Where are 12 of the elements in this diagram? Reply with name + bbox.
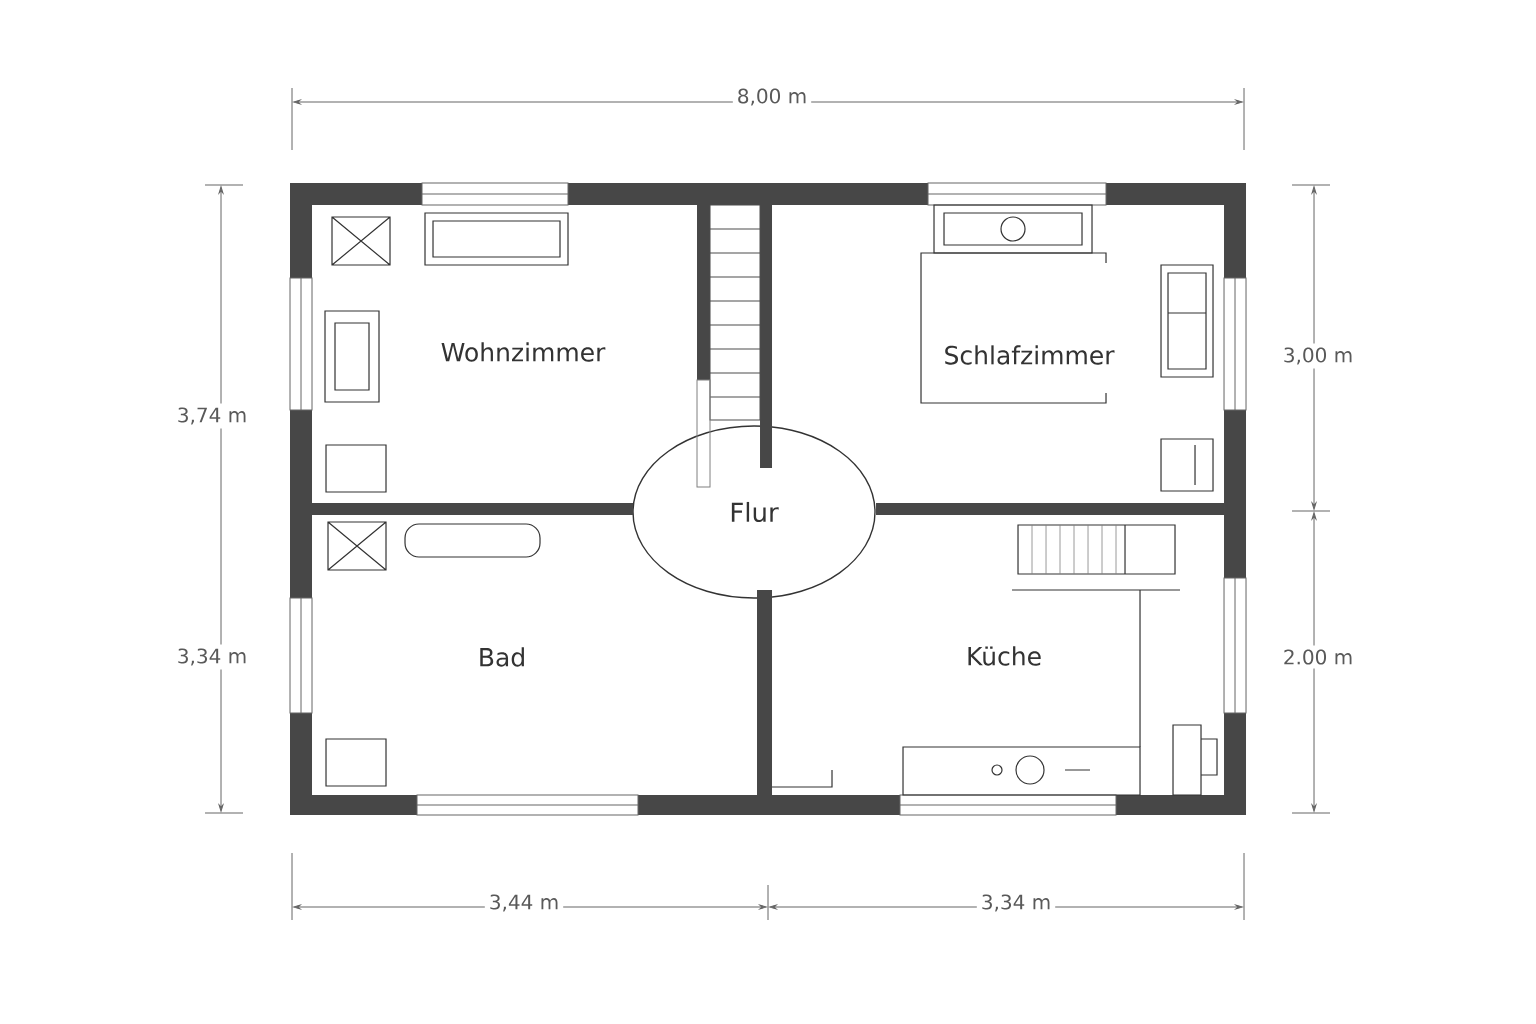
dimension-label: 3,34 m <box>976 890 1056 916</box>
room-label: Küche <box>968 646 1041 666</box>
dimension-label: 2.00 m <box>1278 645 1358 669</box>
room-label: Bad <box>480 647 524 667</box>
dimension-label: 3,44 m <box>484 890 564 916</box>
room-label: Wohnzimmer <box>441 342 606 362</box>
dimension-label: 3,34 m <box>172 644 252 670</box>
room-label: Schlafzimmer <box>945 345 1115 365</box>
dimension-label: 3,74 m <box>172 403 252 429</box>
dimension-label: 3,00 m <box>1278 343 1358 369</box>
dimension-label: 8,00 m <box>732 84 812 110</box>
hall-oval: Flur <box>632 425 876 599</box>
